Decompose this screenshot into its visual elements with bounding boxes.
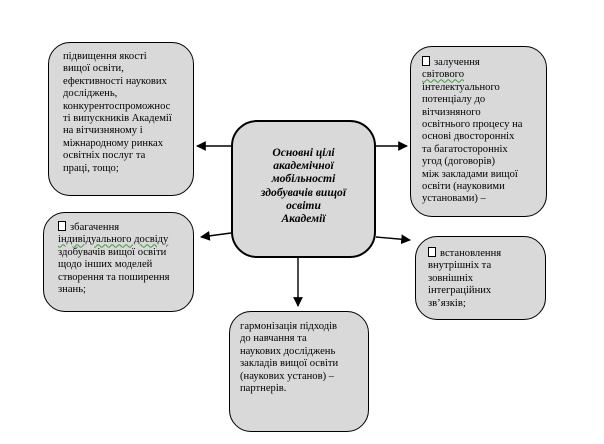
goal-intellectual-node: залучення світового інтелектуального пот… [410, 46, 547, 217]
goal-integration-node: встановлення внутрішніх та зовнішніх інт… [415, 236, 546, 320]
goal-intellectual-text: залучення світового інтелектуального пот… [422, 56, 523, 205]
arrow-to-experience [200, 230, 232, 241]
checkbox-bullet-icon [428, 247, 436, 257]
checkbox-bullet-icon [58, 221, 66, 231]
goal-experience-node: збагачення індивідуального досвіду здобу… [43, 212, 194, 312]
central-goal-title: Основні цілі академічної мобільності здо… [260, 146, 347, 226]
goal-quality-node: підвищення якості вищої освіти, ефективн… [48, 42, 194, 196]
arrow-to-integration [375, 234, 411, 245]
checkbox-bullet-icon [422, 56, 430, 66]
goal-quality-text: підвищення якості вищої освіти, ефективн… [63, 51, 172, 174]
central-goal-node: Основні цілі академічної мобільності здо… [231, 120, 376, 258]
goal-integration-text: встановлення внутрішніх та зовнішніх інт… [428, 247, 502, 309]
goal-harmonization-text: гармонізація підходів до навчання та нау… [240, 321, 339, 395]
goal-harmonization-node: гармонізація підходів до навчання та нау… [229, 311, 369, 432]
goal-experience-text: збагачення індивідуального досвіду здобу… [58, 221, 170, 296]
